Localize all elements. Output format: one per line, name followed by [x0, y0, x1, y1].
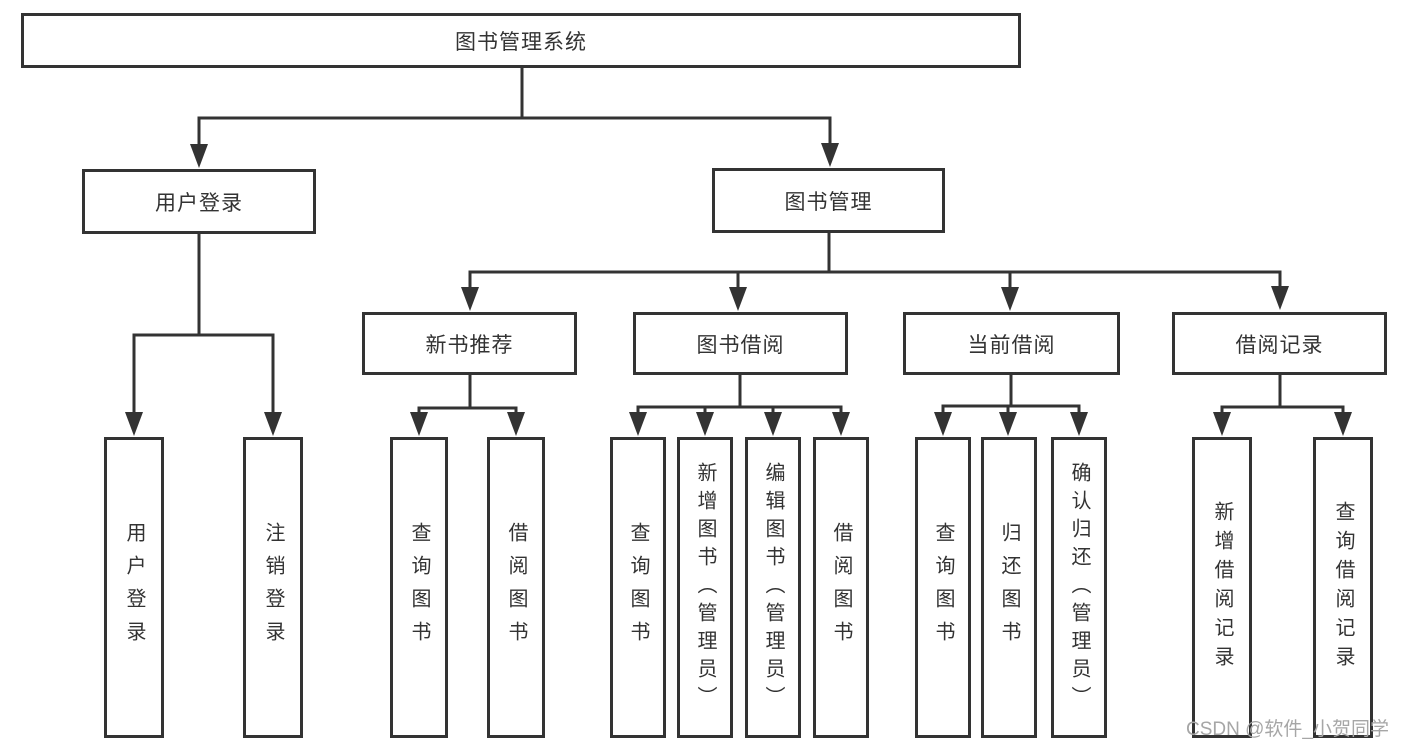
node-current-borrow: 当前借阅 — [903, 312, 1120, 375]
connector-current-borrow-to-leaves — [934, 371, 1088, 436]
connector-user-login-to-leaves — [125, 230, 282, 436]
csdn-watermark: CSDN @软件_小贺同学 — [1186, 719, 1389, 740]
leaf-query-book-recommend: 查询图书 — [390, 437, 448, 738]
leaf-query-book-current: 查询图书 — [915, 437, 971, 738]
node-borrow-record: 借阅记录 — [1172, 312, 1387, 375]
connector-management-to-level3 — [461, 229, 1289, 311]
connector-borrow-record-to-leaves — [1213, 371, 1352, 436]
leaf-user-login: 用户登录 — [104, 437, 164, 738]
leaf-return-book: 归还图书 — [981, 437, 1037, 738]
arrowhead — [461, 287, 479, 311]
arrowhead — [999, 412, 1017, 436]
arrowhead — [190, 144, 208, 168]
arrowhead — [264, 412, 282, 436]
node-root-system: 图书管理系统 — [21, 13, 1021, 68]
arrowhead — [764, 412, 782, 436]
leaf-query-book-borrow: 查询图书 — [610, 437, 666, 738]
node-book-management: 图书管理 — [712, 168, 945, 233]
connector-new-book-to-leaves — [410, 372, 525, 436]
node-book-borrow: 图书借阅 — [633, 312, 848, 375]
arrowhead — [629, 412, 647, 436]
leaf-logout: 注销登录 — [243, 437, 303, 738]
arrowhead — [821, 143, 839, 167]
arrowhead — [696, 412, 714, 436]
leaf-add-borrow-record: 新增借阅记录 — [1192, 437, 1252, 738]
leaf-query-borrow-record: 查询借阅记录 — [1313, 437, 1373, 738]
arrowhead — [1271, 286, 1289, 310]
node-new-book-recommend: 新书推荐 — [362, 312, 577, 375]
connector-root-to-level2 — [190, 66, 839, 168]
arrowhead — [729, 287, 747, 311]
leaf-confirm-return-admin: 确认归还（管理员） — [1051, 437, 1107, 738]
arrowhead — [1070, 412, 1088, 436]
arrowhead — [507, 412, 525, 436]
node-user-login: 用户登录 — [82, 169, 316, 234]
leaf-borrow-book-recommend: 借阅图书 — [487, 437, 545, 738]
arrowhead — [1334, 412, 1352, 436]
arrowhead — [125, 412, 143, 436]
arrowhead — [934, 412, 952, 436]
arrowhead — [410, 412, 428, 436]
arrowhead — [1213, 412, 1231, 436]
leaf-add-book-admin: 新增图书（管理员） — [677, 437, 733, 738]
arrowhead — [1001, 287, 1019, 311]
arrowhead — [832, 412, 850, 436]
leaf-borrow-book: 借阅图书 — [813, 437, 869, 738]
leaf-edit-book-admin: 编辑图书（管理员） — [745, 437, 801, 738]
connector-book-borrow-to-leaves — [629, 372, 850, 436]
